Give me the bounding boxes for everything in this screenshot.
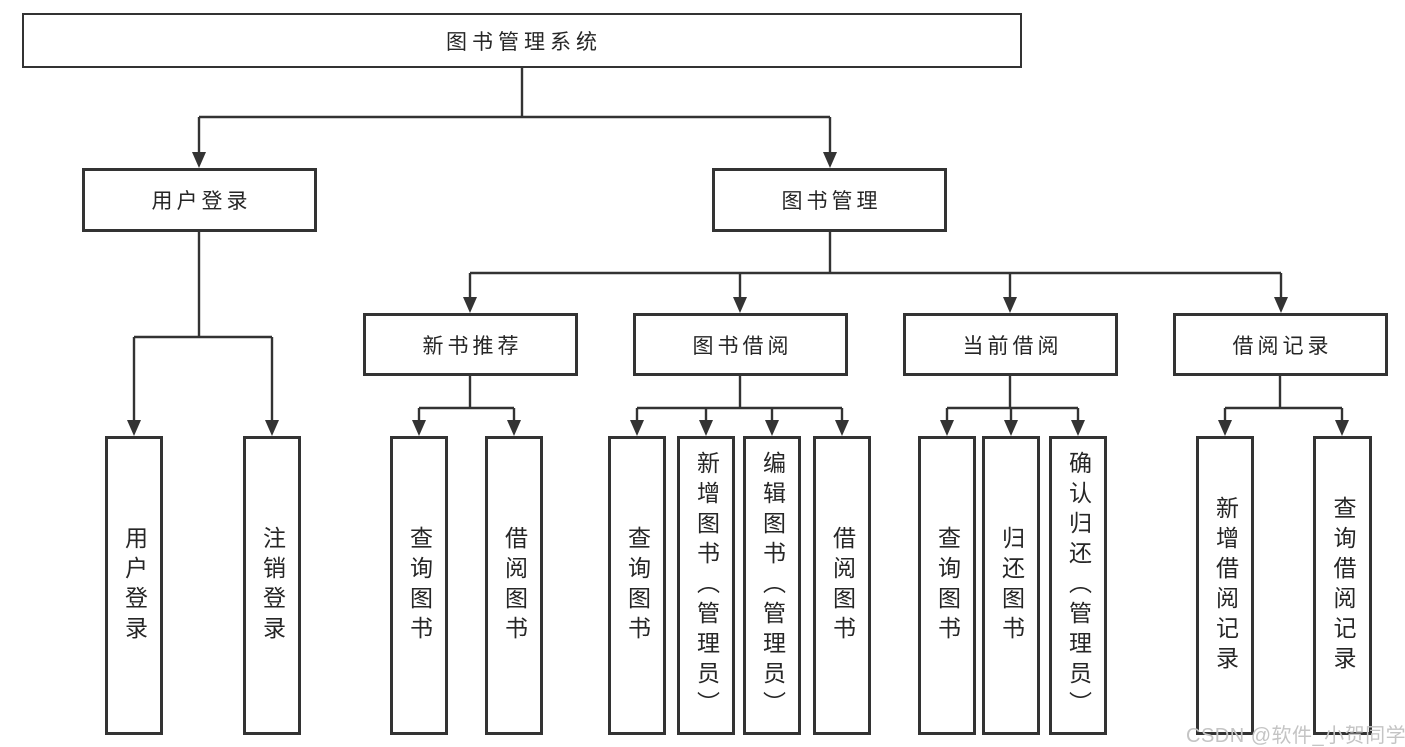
leaf-borrow-books-recommend: 借阅图书: [485, 436, 543, 735]
leaf-query-books-current: 查询图书: [918, 436, 976, 735]
node-book-borrow: 图书借阅: [633, 313, 848, 376]
leaf-query-books-recommend: 查询图书: [390, 436, 448, 735]
node-new-book-recommend: 新书推荐: [363, 313, 578, 376]
leaf-label: 注销登录: [259, 525, 286, 646]
leaf-add-books-admin: 新增图书（管理员）: [677, 436, 735, 735]
leaf-label: 用户登录: [121, 525, 148, 646]
leaf-label: 查询借阅记录: [1330, 495, 1356, 676]
node-current-borrow: 当前借阅: [903, 313, 1118, 376]
leaf-add-borrow-record: 新增借阅记录: [1196, 436, 1254, 735]
leaf-label: 确认归还（管理员）: [1065, 450, 1092, 721]
leaf-label: 查询图书: [934, 525, 961, 646]
node-library-system: 图书管理系统: [22, 13, 1022, 68]
leaf-label: 新增图书（管理员）: [693, 450, 720, 721]
node-borrow-records: 借阅记录: [1173, 313, 1388, 376]
leaf-label: 查询图书: [624, 525, 651, 646]
leaf-label: 编辑图书（管理员）: [759, 450, 786, 721]
leaf-label: 借阅图书: [829, 525, 856, 646]
connectors: [132, 68, 1344, 424]
leaf-return-books: 归还图书: [982, 436, 1040, 735]
leaf-label: 归还图书: [998, 525, 1025, 646]
leaf-borrow-books: 借阅图书: [813, 436, 871, 735]
leaf-logout: 注销登录: [243, 436, 301, 735]
arrowheads: [127, 152, 1349, 436]
leaf-confirm-return-admin: 确认归还（管理员）: [1049, 436, 1107, 735]
node-book-management: 图书管理: [712, 168, 947, 232]
leaf-query-borrow-record: 查询借阅记录: [1313, 436, 1372, 735]
leaf-user-login: 用户登录: [105, 436, 163, 735]
leaf-edit-books-admin: 编辑图书（管理员）: [743, 436, 801, 735]
leaf-label: 借阅图书: [501, 525, 528, 646]
leaf-label: 新增借阅记录: [1212, 495, 1239, 676]
leaf-query-books-borrow: 查询图书: [608, 436, 666, 735]
node-user-login: 用户登录: [82, 168, 317, 232]
leaf-label: 查询图书: [406, 525, 433, 646]
